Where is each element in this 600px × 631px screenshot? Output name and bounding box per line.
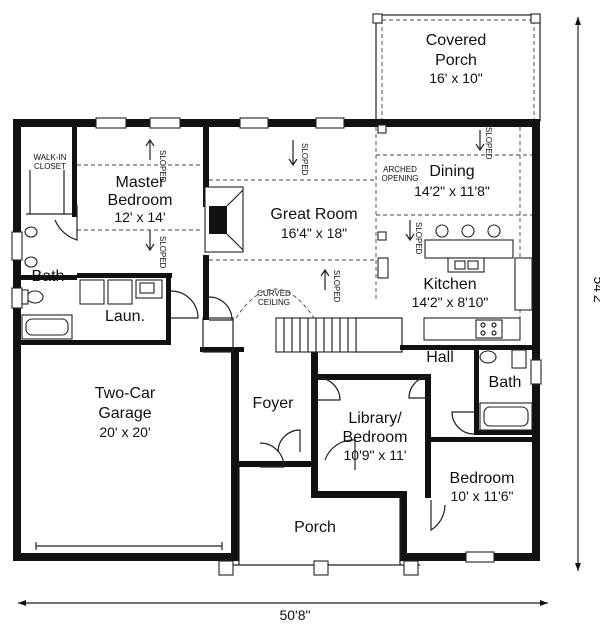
dimension-depth-label: 54'2" (591, 276, 600, 307)
walk-in-closet-label-2: CLOSET (34, 162, 66, 171)
covered-porch-label-2: Porch (435, 52, 477, 69)
library-size: 10'9" x 11' (344, 447, 407, 463)
interior-walls (21, 127, 532, 498)
kitchen-size: 14'2" x 8'10" (412, 294, 489, 310)
dimension-width-label: 50'8" (279, 607, 310, 623)
great-room-label: Great Room (270, 206, 357, 223)
library-label-1: Library/ (348, 410, 402, 427)
front-porch (218, 467, 420, 576)
sloped-note-master-top: SLOPED (158, 150, 167, 183)
covered-porch-size: 16' x 10" (429, 70, 483, 86)
porch-label: Porch (294, 519, 336, 536)
arched-opening-label-1: ARCHED (383, 165, 417, 174)
laundry-fixtures (79, 279, 163, 305)
closet-shelving (26, 170, 72, 215)
kitchen-label: Kitchen (423, 276, 476, 293)
laundry-label: Laun. (105, 308, 145, 325)
bedroom-label: Bedroom (450, 470, 515, 487)
arched-opening-label-2: OPENING (382, 174, 419, 183)
master-bedroom-label-2: Bedroom (108, 192, 173, 209)
dimension-width-line (18, 600, 548, 606)
walk-in-closet-label-1: WALK-IN (33, 153, 66, 162)
master-bedroom-label-1: Master (116, 174, 166, 191)
master-bath-label: Bath (32, 268, 65, 285)
hall-bath-label: Bath (489, 374, 522, 391)
slope-arrows (145, 130, 485, 290)
curved-ceiling-label-2: CEILING (258, 298, 290, 307)
dimension-depth-line (575, 17, 581, 571)
master-bedroom-size: 12' x 14' (114, 209, 165, 225)
sloped-note-kitchen: SLOPED (414, 222, 423, 255)
windows (11, 117, 542, 563)
library-label-2: Bedroom (343, 429, 408, 446)
kitchen-fixtures (377, 224, 533, 341)
dining-label: Dining (429, 163, 474, 180)
bath-fixtures (21, 226, 533, 431)
hall-label: Hall (426, 349, 454, 366)
fireplace (204, 186, 244, 253)
garage-label-2: Garage (98, 405, 151, 422)
sloped-note-dining: SLOPED (484, 127, 493, 160)
dining-size: 14'2" x 11'8" (414, 183, 490, 199)
sloped-note-great-room-bottom: SLOPED (332, 270, 341, 303)
curved-ceiling-label-1: CURVED (257, 289, 291, 298)
bedroom-size: 10' x 11'6" (451, 488, 514, 504)
garage-label-1: Two-Car (95, 385, 156, 402)
garage-size: 20' x 20' (99, 424, 150, 440)
foyer-label: Foyer (253, 395, 295, 412)
sloped-note-master-bottom: SLOPED (158, 236, 167, 269)
sloped-note-great-room-top: SLOPED (300, 143, 309, 176)
garage-door (35, 542, 223, 550)
door-swings (54, 205, 475, 532)
covered-porch-label-1: Covered (426, 32, 486, 49)
great-room-size: 16'4" x 18" (281, 225, 347, 241)
stairs (275, 317, 357, 353)
